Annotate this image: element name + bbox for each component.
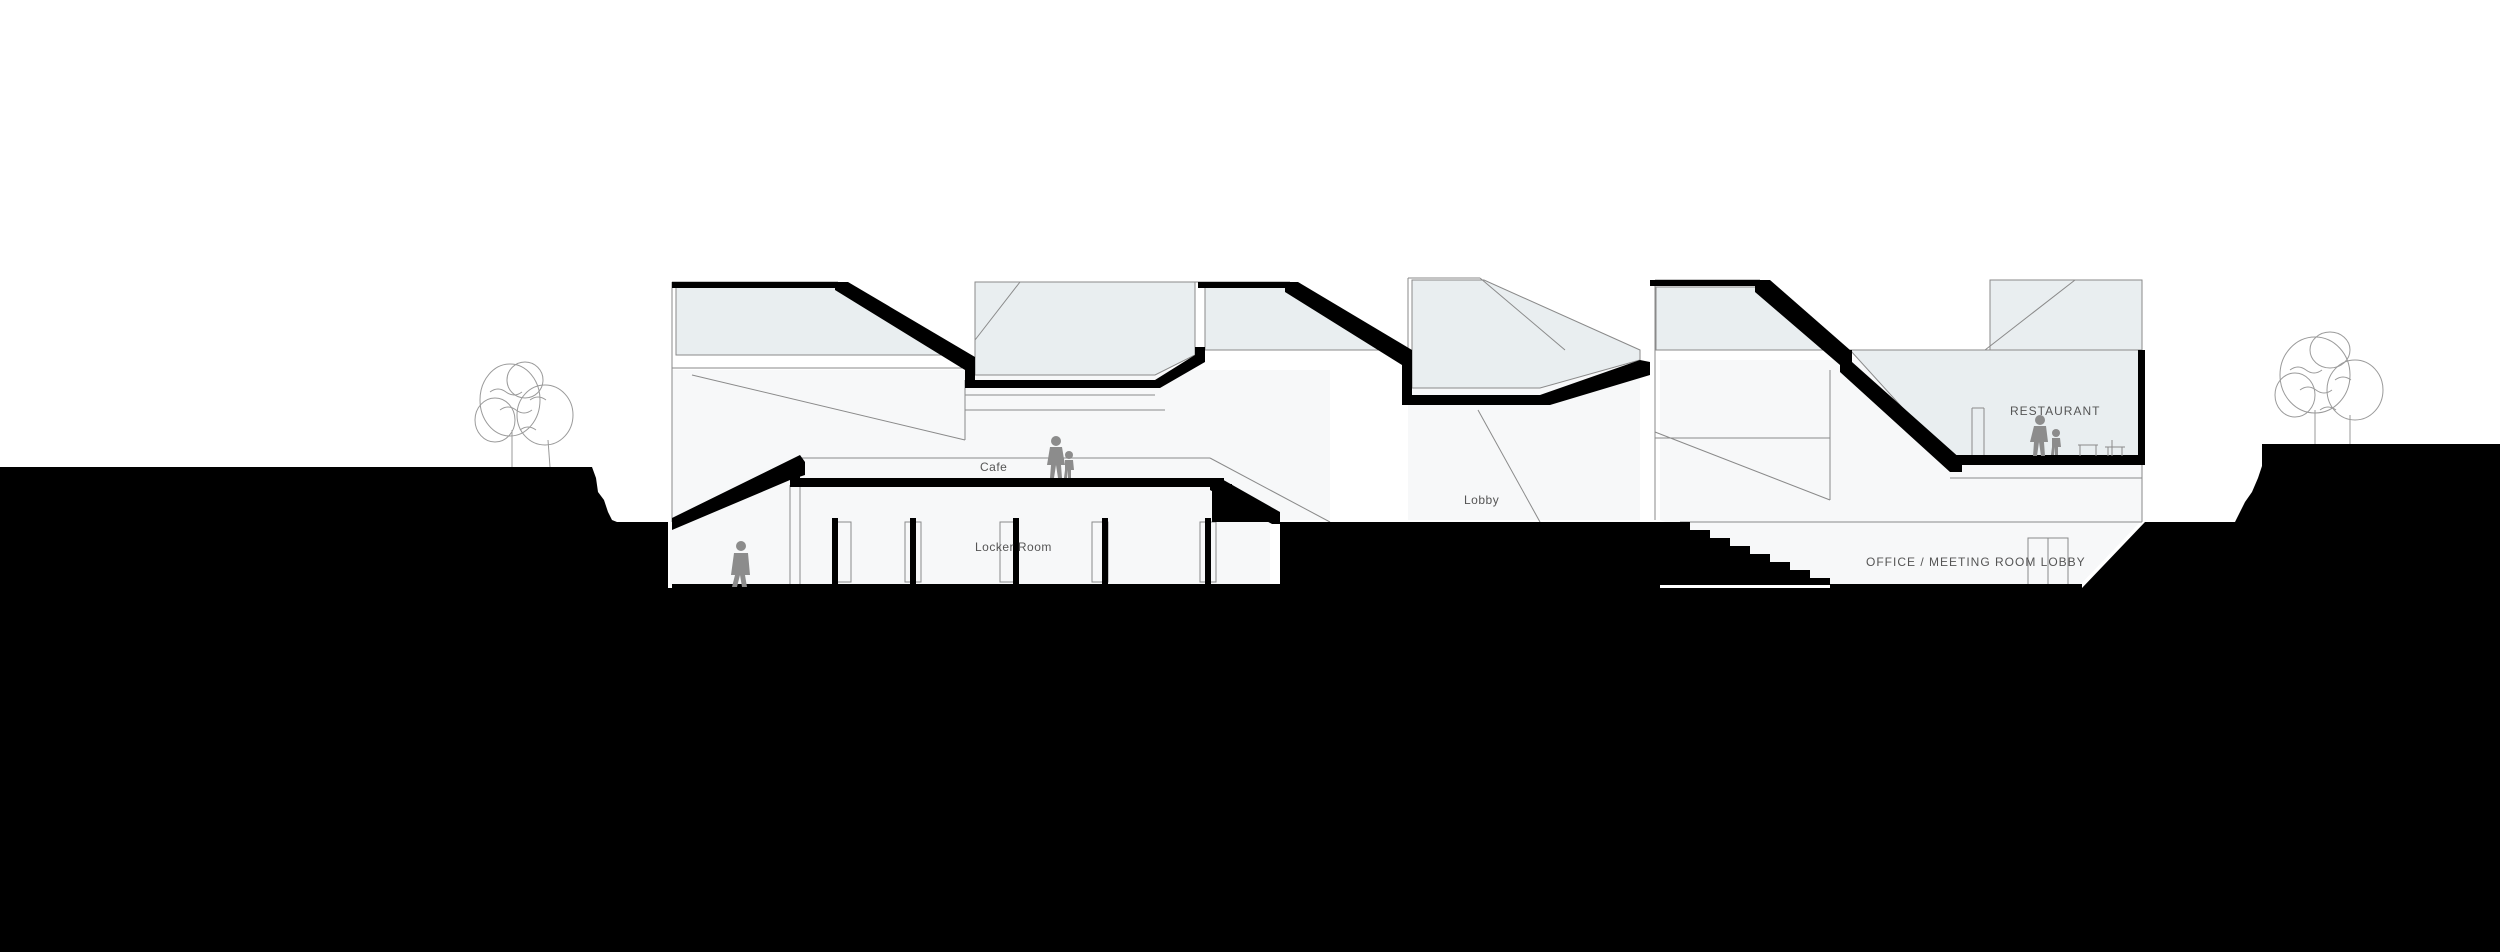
label-lobby: Lobby (1464, 493, 1499, 507)
figures-restaurant (2030, 415, 2061, 456)
label-locker-room: Locker Room (975, 540, 1052, 554)
glazing-bay-1 (675, 286, 966, 356)
figures-cafe (1047, 436, 1074, 478)
section-cut-roof (672, 280, 2145, 472)
label-cafe: Cafe (980, 460, 1007, 474)
ground-section (0, 444, 2500, 952)
restaurant-tables (2078, 440, 2125, 456)
label-restaurant: RESTAURANT (2010, 404, 2100, 418)
label-office-meeting-room-lobby: OFFICE / MEETING ROOM LOBBY (1866, 555, 2086, 569)
tree-left (474, 361, 574, 468)
tree-right (2274, 331, 2384, 444)
glazing-bay-2 (974, 281, 1196, 376)
clerestory-glazing (675, 279, 2143, 461)
figure-locker-room (731, 541, 750, 587)
stairs (1212, 478, 1830, 585)
architectural-lines (671, 277, 2143, 585)
glazing-bay-7 (1989, 279, 2143, 351)
